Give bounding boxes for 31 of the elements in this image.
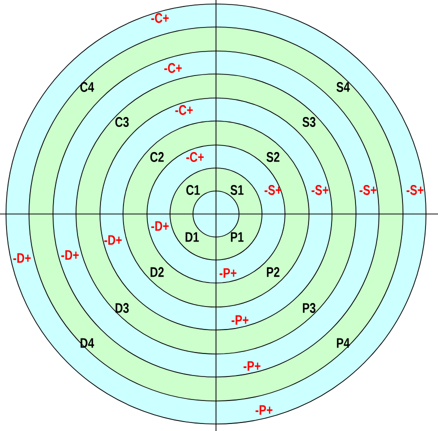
sign-label: -D+ — [104, 235, 122, 245]
zone-label: P3 — [302, 303, 316, 313]
zone-label: C2 — [150, 152, 164, 162]
sign-label: -C+ — [164, 63, 182, 73]
sign-label: -S+ — [312, 185, 328, 195]
zone-label: D3 — [116, 303, 129, 313]
sign-label: -C+ — [175, 105, 193, 115]
sign-label: -S+ — [406, 185, 424, 195]
sign-label: -P+ — [220, 268, 236, 278]
sign-label: -D+ — [13, 253, 31, 263]
zone-label: S2 — [266, 152, 280, 162]
zone-label: S1 — [230, 185, 244, 195]
sign-label: -C+ — [151, 13, 169, 23]
sign-label: -D+ — [151, 221, 169, 231]
sign-label: -P+ — [256, 405, 272, 415]
sign-label: -P+ — [244, 361, 260, 371]
zone-label: S3 — [302, 117, 316, 127]
sign-label: -S+ — [360, 185, 376, 195]
sign-label: -D+ — [61, 250, 79, 260]
zone-label: C1 — [186, 185, 200, 195]
sign-label: -C+ — [186, 152, 204, 162]
zone-label: D4 — [80, 338, 94, 348]
zone-label: D2 — [150, 267, 164, 277]
zone-label: P2 — [266, 267, 280, 277]
zone-label: P4 — [336, 338, 350, 348]
zone-label: P1 — [230, 232, 244, 242]
zone-label: C3 — [115, 117, 129, 127]
sign-label: -P+ — [232, 315, 248, 325]
zone-label: D1 — [186, 232, 199, 242]
zone-label: S4 — [336, 82, 350, 92]
zone-label: C4 — [80, 82, 94, 92]
